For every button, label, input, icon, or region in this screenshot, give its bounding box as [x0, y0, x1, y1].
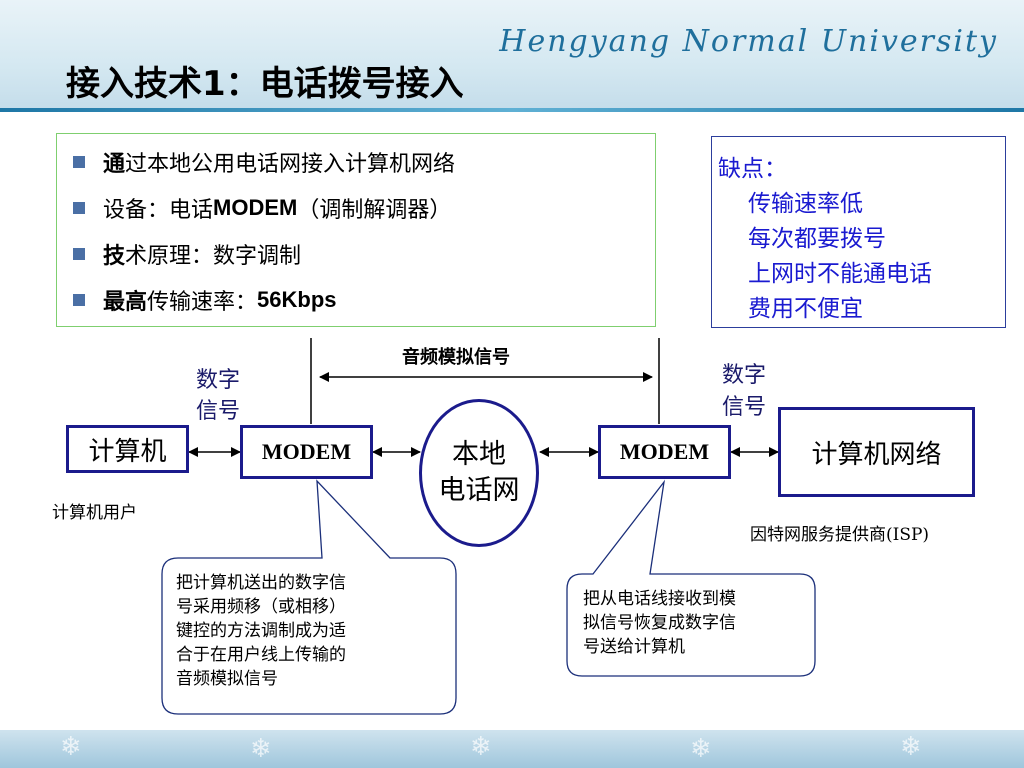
computer-network-node: 计算机网络 [778, 407, 975, 497]
left-callout-text: 把计算机送出的数字信 号采用频移（或相移） 键控的方法调制成为适 合于在用户线上… [176, 571, 346, 691]
bullet-strong: 56Kbps [257, 287, 337, 312]
left-callout-bubble [161, 479, 457, 715]
modem-left-node: MODEM [240, 425, 373, 479]
bullet-square-icon [73, 248, 85, 260]
disadvantages-heading: 缺点： [718, 156, 787, 182]
snowflake-icon: ❄ [60, 732, 82, 762]
snowflake-icon: ❄ [250, 734, 272, 764]
callout-line: 键控的方法调制成为适 [176, 621, 346, 641]
bullet-text: 传输速率： [147, 289, 258, 314]
bullets-box: 通 过本地公用电话网接入计算机网络 设备：电话 MODEM （调制解调器） 技 … [56, 133, 656, 327]
header-divider [0, 108, 1024, 112]
isp-label: 因特网服务提供商(ISP) [750, 525, 930, 545]
bullet-item: 最高 传输速率： 56Kbps [73, 284, 337, 316]
bullet-strong: MODEM [213, 195, 298, 220]
right-callout-text: 把从电话线接收到模 拟信号恢复成数字信 号送给计算机 [583, 587, 736, 659]
right-digital-label-line1: 数字 [722, 363, 767, 388]
disadvantage-item: 传输速率低 [748, 191, 863, 217]
phone-net-line1: 本地 [452, 439, 506, 470]
callout-line: 把从电话线接收到模 [583, 589, 736, 609]
header-banner [0, 0, 1024, 112]
audio-signal-label: 音频模拟信号 [402, 347, 510, 368]
snowflake-icon: ❄ [470, 732, 492, 762]
bullet-text: 过本地公用电话网接入计算机网络 [125, 151, 456, 176]
disadvantage-item: 每次都要拨号 [748, 226, 886, 252]
footer-banner: ❄ ❄ ❄ ❄ ❄ [0, 730, 1024, 768]
phone-net-line2: 电话网 [438, 475, 520, 506]
slide-title: 接入技术1：电话拨号接入 [66, 64, 464, 104]
callout-line: 号送给计算机 [583, 637, 685, 657]
bullet-square-icon [73, 156, 85, 168]
left-digital-label-line2: 信号 [196, 399, 241, 424]
right-callout-bubble [566, 479, 816, 677]
bullet-lead: 最高 [103, 289, 148, 314]
snowflake-icon: ❄ [690, 734, 712, 764]
disadvantage-item: 费用不便宜 [748, 296, 863, 322]
modem-right-node: MODEM [598, 425, 731, 479]
callout-line: 合于在用户线上传输的 [176, 645, 346, 665]
computer-node: 计算机 [66, 425, 189, 473]
disadvantages-box: 缺点： 传输速率低 每次都要拨号 上网时不能通电话 费用不便宜 [711, 136, 1006, 328]
local-phone-network-node: 本地 电话网 [419, 399, 539, 547]
callout-line: 把计算机送出的数字信 [176, 573, 346, 593]
bullet-lead: 通 [103, 151, 126, 176]
right-digital-label-line2: 信号 [722, 395, 767, 420]
bullet-square-icon [73, 202, 85, 214]
bullet-item: 设备：电话 MODEM （调制解调器） [73, 192, 451, 224]
callout-line: 号采用频移（或相移） [176, 597, 346, 617]
callout-line: 拟信号恢复成数字信 [583, 613, 736, 633]
snowflake-icon: ❄ [900, 732, 922, 762]
university-name: Hengyang Normal University [499, 24, 998, 59]
bullet-square-icon [73, 294, 85, 306]
bullet-tail: （调制解调器） [297, 197, 452, 222]
disadvantage-item: 上网时不能通电话 [748, 261, 932, 287]
bullet-item: 技 术原理：数字调制 [73, 238, 301, 270]
bullet-lead: 技 [103, 243, 126, 268]
left-digital-label-line1: 数字 [196, 368, 241, 393]
bullet-text: 术原理：数字调制 [125, 243, 302, 268]
callout-line: 音频模拟信号 [176, 669, 278, 689]
bullet-item: 通 过本地公用电话网接入计算机网络 [73, 146, 455, 178]
computer-user-label: 计算机用户 [52, 503, 137, 523]
bullet-text: 设备：电话 [103, 197, 214, 222]
